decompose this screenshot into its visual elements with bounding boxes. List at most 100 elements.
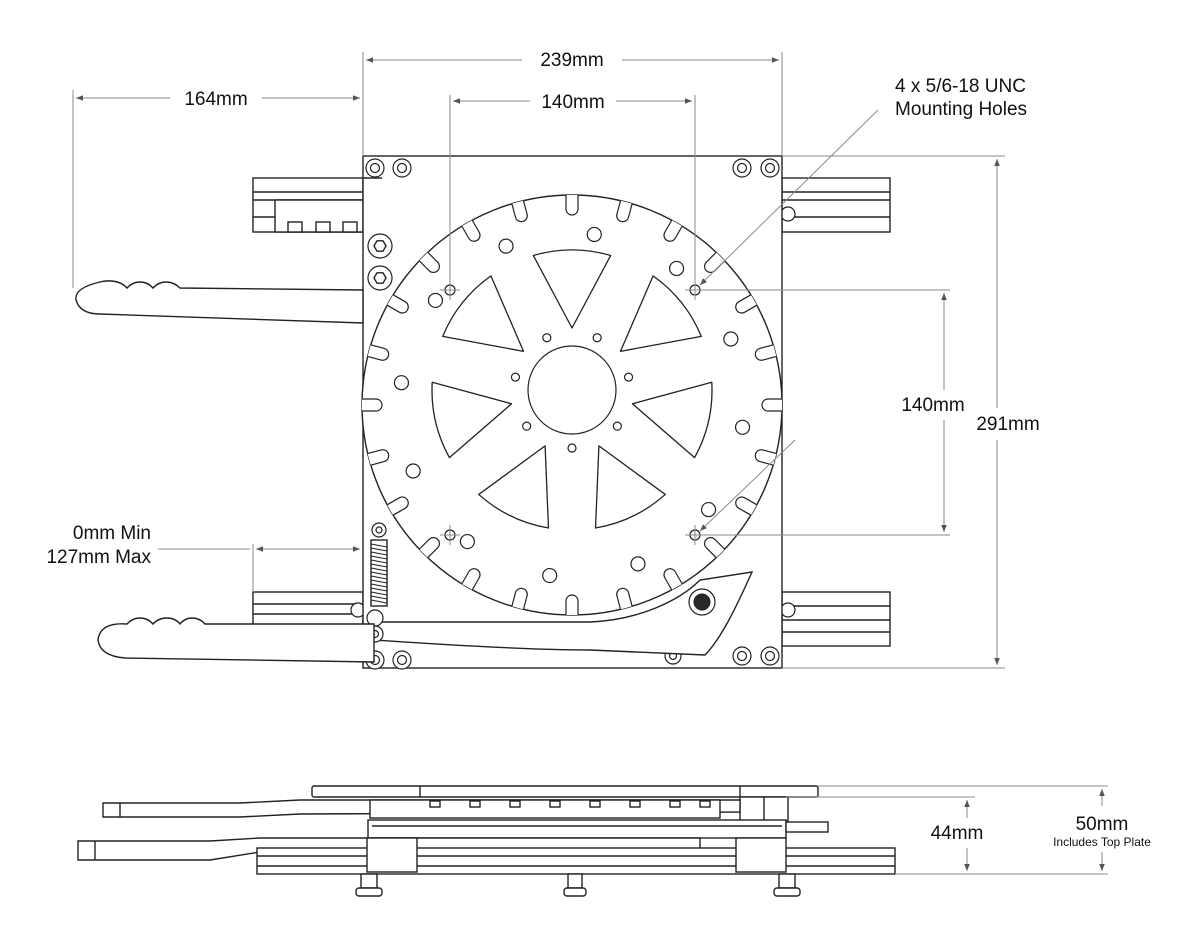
rim-notch <box>418 537 440 559</box>
rim-hole <box>498 238 514 254</box>
rim-notch <box>616 587 633 610</box>
top-plate <box>311 785 819 798</box>
spoke-window <box>532 249 612 329</box>
rim-notch <box>735 496 758 516</box>
label-164mm: 164mm <box>184 89 247 110</box>
label-includes-top-plate: Includes Top Plate <box>1053 835 1151 849</box>
rim-hole <box>700 501 717 518</box>
rim-notch <box>754 449 777 466</box>
right-slide-block <box>735 837 787 873</box>
spring-coil <box>370 587 388 592</box>
swivel-disc <box>361 194 783 616</box>
rim-hole <box>459 533 476 550</box>
inner-hole <box>592 333 602 343</box>
left-lower-rail <box>252 591 366 627</box>
rim-hole <box>405 463 421 479</box>
dimension-140-horizontal <box>449 95 696 280</box>
spring-coil <box>370 591 388 596</box>
inner-hole <box>567 443 577 453</box>
spoke-window <box>431 381 513 459</box>
rim-hole <box>393 375 410 391</box>
rim-notch <box>386 496 409 516</box>
right-upper-rail <box>780 177 891 233</box>
side-view <box>77 785 1108 897</box>
dimension-239 <box>362 52 783 156</box>
dimension-164 <box>72 90 360 288</box>
rim-notch <box>761 398 782 412</box>
rim-notch <box>386 294 409 314</box>
rim-notch <box>461 219 481 242</box>
side-fastener <box>549 800 561 808</box>
inner-holes <box>510 333 634 453</box>
callout-mounting-holes-line2: Mounting Holes <box>895 99 1027 120</box>
rim-notch <box>735 294 758 314</box>
label-44mm: 44mm <box>931 823 984 844</box>
mounting-bolts-side <box>355 873 801 897</box>
rim-notch <box>461 568 481 591</box>
spring-coil <box>370 559 388 564</box>
inner-hole <box>510 372 521 382</box>
rim-hole <box>734 419 751 435</box>
rim-notch <box>418 251 440 273</box>
inner-hole <box>542 333 552 343</box>
rim-hole <box>427 292 444 309</box>
mounting-hole <box>440 525 460 545</box>
rim-notch <box>362 398 383 412</box>
label-slide-range-min: 0mm Min <box>73 523 151 544</box>
top-view <box>72 52 1005 670</box>
inner-hole <box>612 421 622 431</box>
dimension-140-vertical <box>705 289 950 536</box>
spoke-windows <box>431 249 713 529</box>
side-fastener <box>669 800 681 808</box>
mounting-hole <box>685 280 705 300</box>
spoke-window <box>619 275 702 352</box>
left-slide-block <box>366 837 418 873</box>
label-239mm: 239mm <box>540 50 603 71</box>
spring-coil <box>370 551 388 556</box>
side-fastener <box>589 800 601 808</box>
side-fastener <box>629 800 641 808</box>
mounting-hole <box>440 280 460 300</box>
inner-hole <box>522 421 532 431</box>
spring-coil <box>370 599 388 604</box>
label-291mm: 291mm <box>976 414 1039 435</box>
spring-coil <box>370 555 388 560</box>
rim-notch <box>704 537 726 559</box>
adjustment-bolts <box>367 233 393 291</box>
callout-mounting-holes-line1: 4 x 5/6-18 UNC <box>895 76 1026 97</box>
left-upper-rail <box>252 177 364 233</box>
rim-hole <box>630 556 646 572</box>
label-140mm-horizontal: 140mm <box>541 92 604 113</box>
spring-coil <box>370 579 388 584</box>
rim-hole <box>668 260 685 277</box>
spoke-window <box>442 275 525 352</box>
spring-coil <box>370 583 388 588</box>
mounting-hole <box>685 525 705 545</box>
rim-notch <box>367 449 390 466</box>
side-fastener <box>509 800 521 808</box>
label-140mm-vertical: 140mm <box>901 395 964 416</box>
rim-hole <box>542 567 558 584</box>
base-rail-side <box>256 847 896 875</box>
inner-hole <box>623 372 634 382</box>
rim-notch <box>367 344 390 361</box>
side-fastener <box>429 800 441 808</box>
label-50mm: 50mm <box>1076 814 1129 835</box>
side-fastener <box>469 800 481 808</box>
rim-notch <box>663 219 683 242</box>
side-fastener <box>699 800 711 808</box>
rim-notch <box>565 195 579 216</box>
swivel-release-handle <box>75 280 364 324</box>
dimension-44 <box>786 796 975 875</box>
spring-coil <box>370 571 388 576</box>
spoke-window <box>631 381 713 459</box>
rim-holes <box>393 226 751 584</box>
swivel-mechanism <box>367 819 787 839</box>
spring-coil <box>370 567 388 572</box>
slide-release-handle <box>97 617 375 663</box>
rim-hole <box>723 331 739 347</box>
rim-notch <box>565 594 579 615</box>
center-bore <box>527 345 617 435</box>
dimension-50 <box>818 785 1108 875</box>
